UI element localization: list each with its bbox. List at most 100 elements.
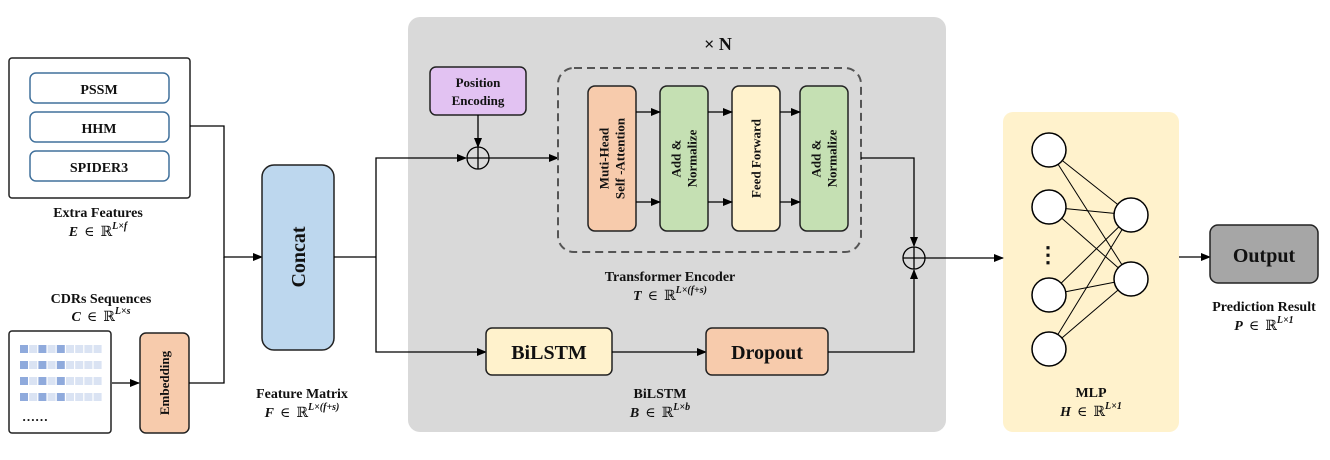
encoder-block-label: Muti-Head <box>597 127 612 189</box>
encoder-block-label: Normalize <box>825 129 840 187</box>
extra-feature-label: PSSM <box>80 83 117 98</box>
formula-space: ℝ <box>100 225 112 240</box>
formula-dims: L×f <box>111 221 129 232</box>
formula-dims: L×b <box>672 402 690 413</box>
formula-dims: L×(f+s) <box>675 285 707 296</box>
sequence-token <box>93 377 102 385</box>
sum-node-output <box>902 246 926 270</box>
formula-in: ∈ <box>84 225 94 240</box>
connector-to-transformer-sum <box>375 154 467 257</box>
transformer-title: Transformer Encoder <box>605 270 736 285</box>
encoder-block-label: Feed Forward <box>749 118 764 198</box>
mlp-edge <box>1048 149 1132 280</box>
mlp-panel <box>1003 112 1179 432</box>
mlp-ellipsis: ⋮ <box>1037 242 1059 267</box>
feature-matrix-title: Feature Matrix <box>256 387 348 402</box>
mlp-formula: H∈ℝL×1 <box>1059 401 1122 420</box>
sequence-token <box>38 345 47 353</box>
formula-space: ℝ <box>1265 319 1277 334</box>
mlp-edge <box>1048 214 1132 350</box>
position-encoding-label: Position <box>456 75 502 90</box>
formula-dims: L×s <box>114 306 131 317</box>
mlp-title: MLP <box>1075 386 1107 401</box>
extra-feature-label: HHM <box>82 122 117 137</box>
sequence-token <box>29 361 38 369</box>
sequence-token <box>84 361 93 369</box>
sequence-token <box>20 377 28 385</box>
mlp-edge <box>1048 214 1132 296</box>
connector-extra-to-concat <box>190 125 263 261</box>
formula-space: ℝ <box>1093 405 1105 420</box>
mlp-output-neuron <box>1113 197 1149 233</box>
formula-symbol: E <box>68 225 78 240</box>
sequence-token <box>66 377 74 385</box>
formula-dims: L×(f+s) <box>307 402 339 413</box>
mlp-input-neuron <box>1031 132 1067 168</box>
sequence-token <box>66 361 74 369</box>
sequence-token <box>38 361 47 369</box>
formula-space: ℝ <box>103 310 115 325</box>
formula-in: ∈ <box>87 310 97 325</box>
cdrs-formula: C∈ℝL×s <box>71 306 130 325</box>
sequence-token <box>29 377 38 385</box>
prediction-title: Prediction Result <box>1212 300 1316 315</box>
sequence-token <box>47 345 56 353</box>
connector-to-bilstm <box>375 257 487 356</box>
encoder-arrows <box>636 108 801 206</box>
formula-symbol: H <box>1059 405 1072 420</box>
sequence-token <box>84 345 93 353</box>
encoder-block-1: Add &Normalize <box>659 85 709 232</box>
mlp-output-neuron <box>1113 261 1149 297</box>
sequence-token <box>56 361 65 369</box>
extra-feature-item-1: HHM <box>29 111 170 143</box>
sum-node-input <box>466 146 490 170</box>
sequence-token <box>93 345 102 353</box>
encoder-block-3: Add &Normalize <box>799 85 849 232</box>
bilstm-formula: B∈ℝL×b <box>629 402 690 421</box>
formula-space: ℝ <box>664 289 676 304</box>
sequence-token <box>66 393 74 401</box>
sequence-token <box>56 377 65 385</box>
encoder-block-box <box>587 85 637 232</box>
formula-space: ℝ <box>662 406 674 421</box>
concat-label: Concat <box>288 226 310 287</box>
sequence-token <box>84 377 93 385</box>
sequence-token <box>56 345 65 353</box>
output-label: Output <box>1233 245 1296 267</box>
sequence-token <box>75 377 84 385</box>
sequence-token <box>47 377 56 385</box>
transformer-encoder-box <box>557 67 862 253</box>
output-box <box>1209 224 1319 284</box>
connector-encoder-to-sum <box>861 157 918 247</box>
extra-feature-item-0: PSSM <box>29 72 170 104</box>
encoder-block-2: Feed Forward <box>731 85 781 232</box>
extra-feature-label: SPIDER3 <box>70 161 128 176</box>
bilstm-label: BiLSTM <box>511 342 587 364</box>
connector-dropout-to-sum <box>828 269 918 353</box>
encoder-block-label: Add & <box>809 139 824 177</box>
sequence-token <box>20 345 28 353</box>
mlp-edge <box>1048 206 1132 280</box>
sequence-token <box>75 361 84 369</box>
sequence-token <box>75 345 84 353</box>
mlp-edge <box>1048 278 1132 350</box>
mlp-input-neuron <box>1031 277 1067 313</box>
formula-symbol: B <box>629 406 639 421</box>
dropout-label: Dropout <box>731 342 803 364</box>
sequence-token <box>84 393 93 401</box>
formula-space: ℝ <box>296 406 308 421</box>
sequence-token <box>47 361 56 369</box>
extra-feature-item-2: SPIDER3 <box>29 150 170 182</box>
mlp-input-neuron <box>1031 331 1067 367</box>
formula-symbol: P <box>1234 319 1243 334</box>
formula-dims: L×1 <box>1104 401 1122 412</box>
encoder-block-label: Add & <box>669 139 684 177</box>
prediction-formula: P∈ℝL×1 <box>1234 315 1293 334</box>
cdrs-title: CDRs Sequences <box>51 292 152 307</box>
sequence-token <box>38 377 47 385</box>
extra-features-title: Extra Features <box>53 206 143 221</box>
encoder-block-box <box>731 85 781 232</box>
